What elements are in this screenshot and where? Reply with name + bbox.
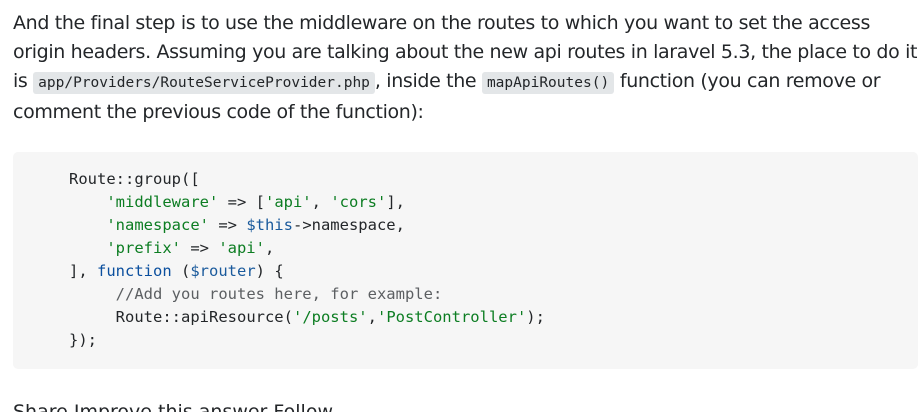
code-content[interactable]: Route::group([ 'middleware' => ['api', '…	[69, 168, 545, 352]
paragraph-text: And the final step is to use the middlew…	[13, 12, 918, 92]
inline-code-function-name: mapApiRoutes()	[481, 72, 615, 94]
inline-code-file-path: app/Providers/RouteServiceProvider.php	[33, 72, 375, 94]
code-line-5: ], function ($router) {	[69, 262, 284, 280]
code-line-2: 'middleware' => ['api', 'cors'],	[106, 193, 405, 211]
answer-paragraph: And the final step is to use the middlew…	[13, 9, 918, 127]
code-line-3: 'namespace' => $this->namespace,	[106, 216, 405, 234]
paragraph-text: , inside the	[374, 70, 482, 92]
code-line-1: Route::group([	[69, 170, 200, 188]
code-line-8: });	[69, 331, 97, 349]
code-line-7: Route::apiResource('/posts','PostControl…	[115, 308, 545, 326]
post-menu-partial: Share Improve this answer Follow	[13, 398, 333, 412]
code-block[interactable]: Route::group([ 'middleware' => ['api', '…	[13, 152, 918, 369]
answer-body: And the final step is to use the middlew…	[13, 9, 918, 127]
code-line-4: 'prefix' => 'api',	[106, 239, 275, 257]
post-menu-text: Share Improve this answer Follow	[13, 401, 334, 412]
code-line-6: //Add you routes here, for example:	[115, 285, 443, 303]
paragraph-text: function (you can remove or comment the …	[13, 70, 881, 123]
